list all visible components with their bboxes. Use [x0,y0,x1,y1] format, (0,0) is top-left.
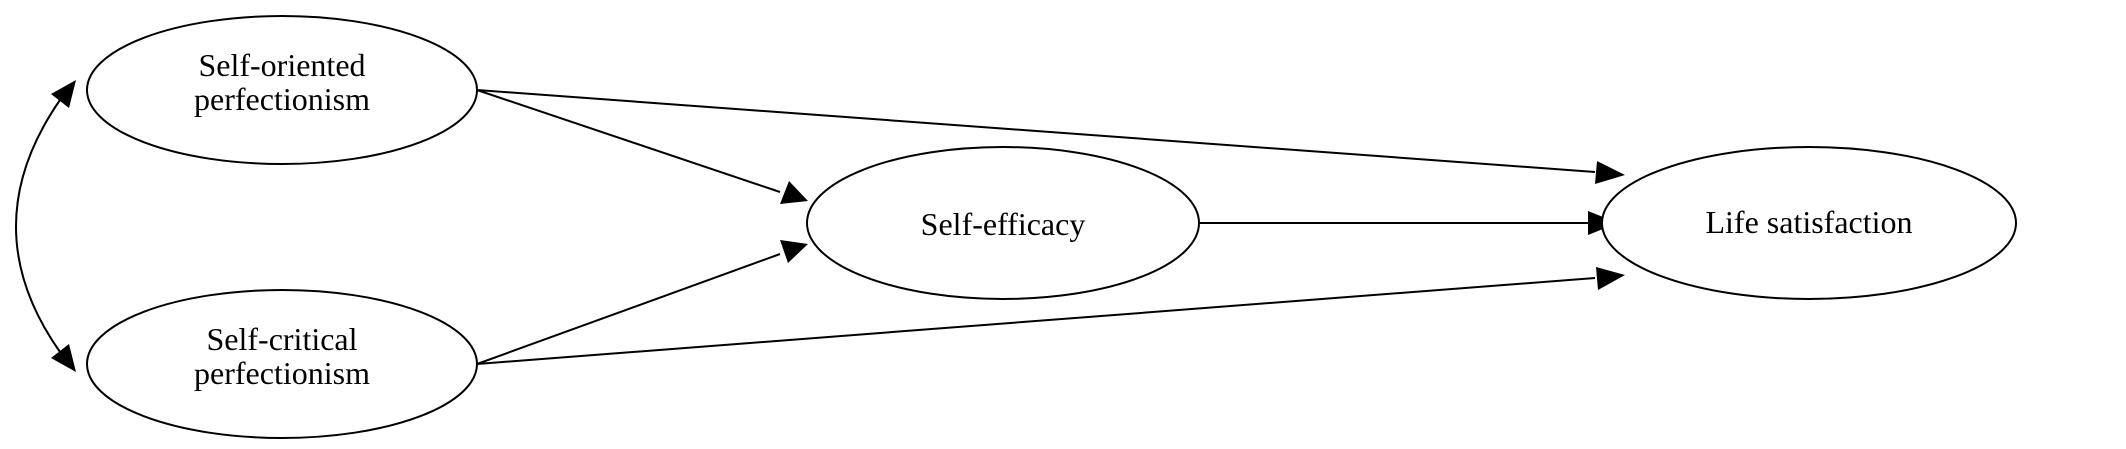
arrowhead-covariance-top [51,80,76,108]
arrowhead-self-oriented-to-life-satisfaction [1595,161,1625,184]
node-label-line: Life satisfaction [1705,204,1912,240]
node-label-line: perfectionism [194,355,370,391]
node-self-efficacy: Self-efficacy [806,146,1200,300]
svg-text:Self-oriented: Self-oriented [198,47,365,83]
node-label-line: perfectionism [194,81,370,117]
arrowhead-self-oriented-to-self-efficacy [780,181,808,204]
node-label-line: Self-critical [206,321,357,357]
node-life-satisfaction: Life satisfaction [1601,146,2017,300]
node-self-critical-perfectionism: Self-critical perfectionism [86,289,478,439]
node-self-oriented-perfectionism: Self-oriented perfectionism [86,15,478,165]
edge-self-critical-to-life-satisfaction [476,277,1596,365]
edge-self-critical-to-self-efficacy [476,253,781,365]
svg-text:Self-critical: Self-critical [206,321,357,357]
edges [15,80,1625,372]
svg-text:Self-efficacy: Self-efficacy [921,206,1086,242]
arrowhead-covariance-bottom [51,344,76,372]
arrowhead-self-critical-to-self-efficacy [780,240,808,263]
arrowhead-self-critical-to-life-satisfaction [1596,267,1625,290]
node-label-line: Self-efficacy [921,206,1086,242]
edge-self-oriented-to-self-efficacy [476,89,781,193]
svg-text:Life satisfaction: Life satisfaction [1705,204,1912,240]
svg-text:perfectionism: perfectionism [194,355,370,391]
edge-self-oriented-to-life-satisfaction [476,89,1596,173]
node-label-line: Self-oriented [198,47,365,83]
svg-text:perfectionism: perfectionism [194,81,370,117]
edge-covariance-perfectionism [15,99,61,353]
